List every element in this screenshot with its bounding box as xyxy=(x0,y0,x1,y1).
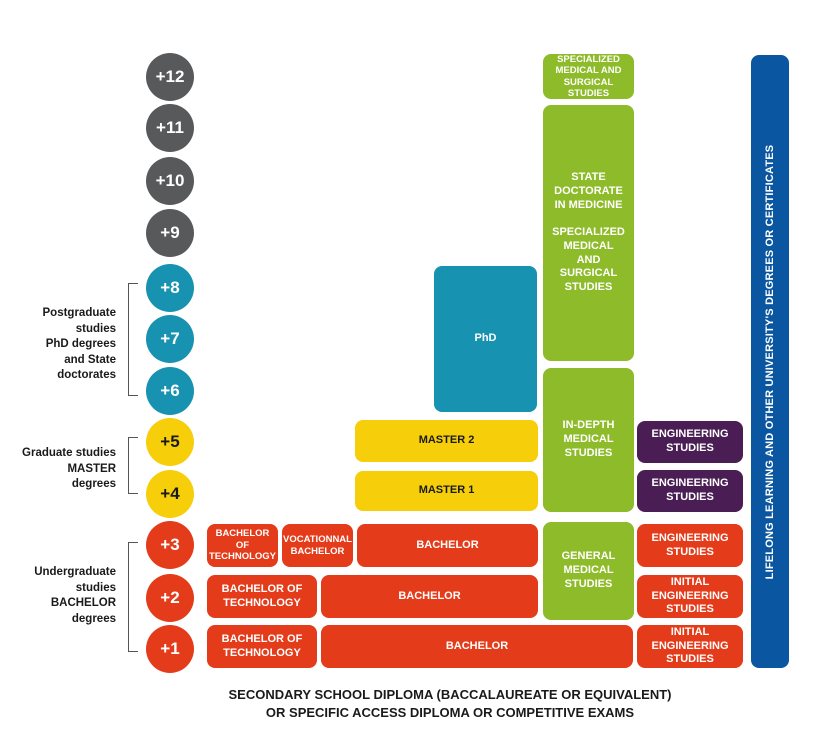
level-plus-5: +5 xyxy=(146,418,194,466)
level-plus-6: +6 xyxy=(146,367,194,415)
engineering-studies-5-box: ENGINEERING STUDIES xyxy=(637,421,743,463)
level-plus-12: +12 xyxy=(146,53,194,101)
level-plus-11: +11 xyxy=(146,104,194,152)
postgraduate-label: Postgraduate studies PhD degrees and Sta… xyxy=(42,307,117,382)
graduate-bracket xyxy=(128,437,138,494)
graduate-label: Graduate studies MASTER degrees xyxy=(22,447,116,491)
engineering-studies-3-box: ENGINEERING STUDIES xyxy=(637,524,743,567)
bachelor-technology-1-box: BACHELOR OF TECHNOLOGY xyxy=(207,625,317,668)
lifelong-learning-bar: LIFELONG LEARNING AND OTHER UNIVERSITY'S… xyxy=(751,55,789,668)
level-plus-8: +8 xyxy=(146,264,194,312)
undergraduate-bracket xyxy=(128,542,138,652)
lifelong-learning-label: LIFELONG LEARNING AND OTHER UNIVERSITY'S… xyxy=(764,144,776,579)
level-plus-4: +4 xyxy=(146,470,194,518)
bachelor-1-box: BACHELOR xyxy=(321,625,633,668)
state-doctorate-box: STATE DOCTORATE IN MEDICINE SPECIALIZED … xyxy=(543,105,634,361)
postgraduate-bracket xyxy=(128,283,138,396)
general-medical-box: GENERAL MEDICAL STUDIES xyxy=(543,522,634,620)
phd-box: PhD xyxy=(434,266,537,412)
vocational-bachelor-box: VOCATIONNAL BACHELOR xyxy=(282,524,353,567)
initial-engineering-2-box: INITIAL ENGINEERING STUDIES xyxy=(637,575,743,618)
in-depth-medical-box: IN-DEPTH MEDICAL STUDIES xyxy=(543,368,634,512)
master-1-box: MASTER 1 xyxy=(355,471,538,511)
engineering-studies-4-box: ENGINEERING STUDIES xyxy=(637,470,743,512)
bachelor-technology-3-box: BACHELOR OF TECHNOLOGY xyxy=(207,524,278,567)
bachelor-3-box: BACHELOR xyxy=(357,524,538,567)
level-plus-3: +3 xyxy=(146,521,194,569)
entry-requirements-footer: SECONDARY SCHOOL DIPLOMA (BACCALAUREATE … xyxy=(228,687,672,720)
level-plus-2: +2 xyxy=(146,574,194,622)
bachelor-2-box: BACHELOR xyxy=(321,575,538,618)
level-plus-1: +1 xyxy=(146,625,194,673)
level-plus-7: +7 xyxy=(146,315,194,363)
bachelor-technology-2-box: BACHELOR OF TECHNOLOGY xyxy=(207,575,317,618)
undergraduate-label: Undergraduate studies BACHELOR degrees xyxy=(34,566,116,625)
level-plus-9: +9 xyxy=(146,209,194,257)
level-plus-10: +10 xyxy=(146,157,194,205)
specialized-medical-top-box: SPECIALIZED MEDICAL AND SURGICAL STUDIES xyxy=(543,54,634,99)
master-2-box: MASTER 2 xyxy=(355,420,538,462)
initial-engineering-1-box: INITIAL ENGINEERING STUDIES xyxy=(637,625,743,668)
